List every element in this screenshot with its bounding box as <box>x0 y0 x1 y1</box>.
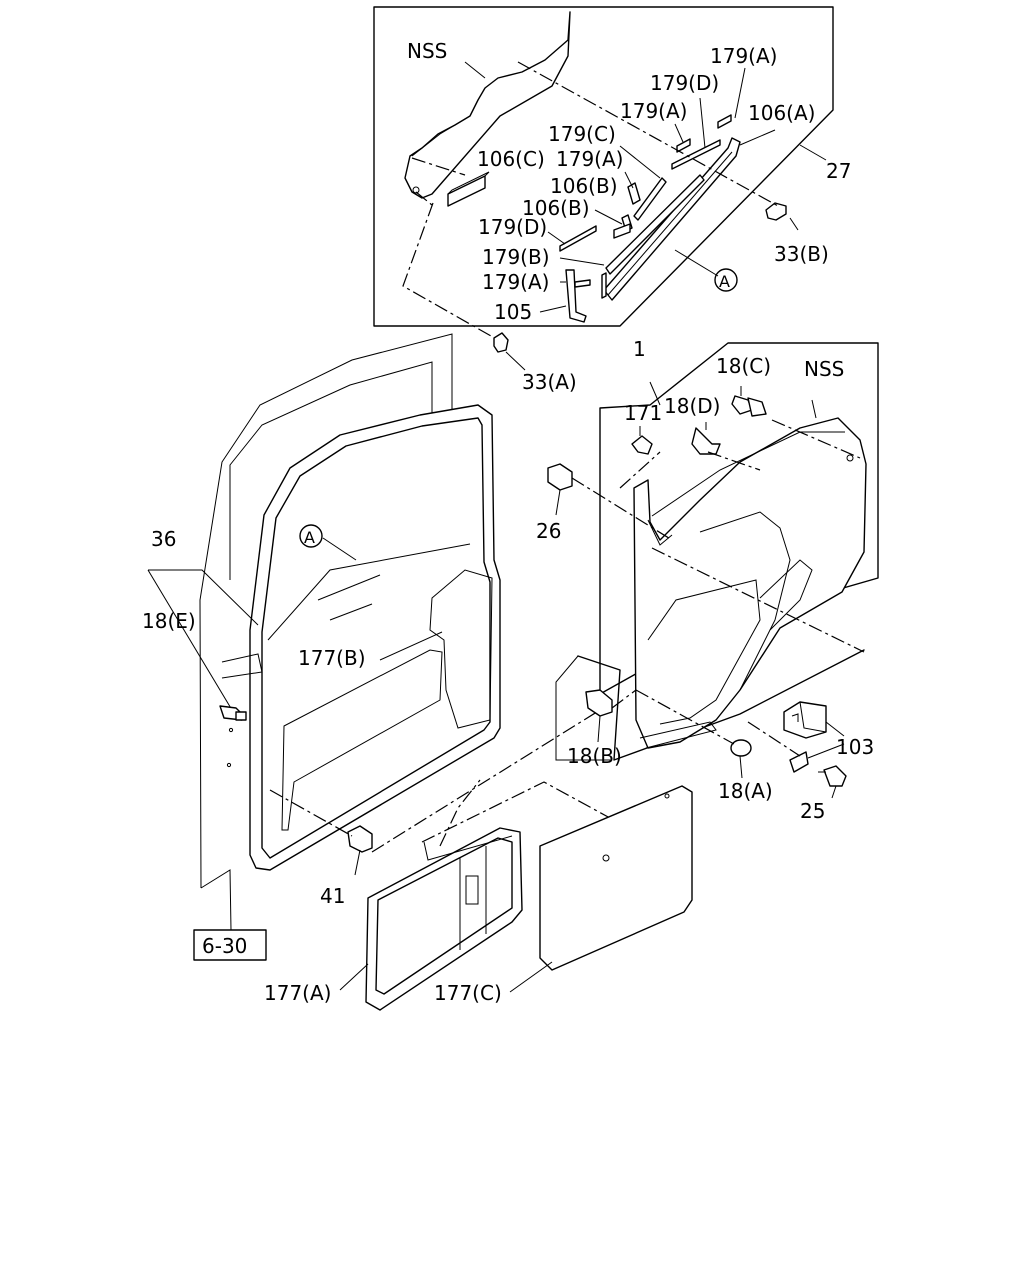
trim-panel-inset-1 <box>547 342 879 799</box>
label-177a: 177(A) <box>264 981 331 1005</box>
label-106b-2: 106(B) <box>522 196 590 220</box>
label-33a: 33(A) <box>522 370 577 394</box>
label-106c: 106(C) <box>477 147 545 171</box>
label-177c: 177(C) <box>434 981 502 1005</box>
callout-a-door-circle <box>299 524 323 548</box>
label-41: 41 <box>320 884 345 908</box>
label-27: 27 <box>826 159 851 183</box>
label-179b: 179(B) <box>482 245 550 269</box>
label-25: 25 <box>800 799 825 823</box>
label-33b: 33(B) <box>774 242 829 266</box>
label-18b: 18(B) <box>567 744 622 768</box>
leader-33a-to-box <box>402 202 499 341</box>
label-26: 26 <box>536 519 561 543</box>
label-179c: 179(C) <box>548 122 616 146</box>
label-18d: 18(D) <box>664 394 720 418</box>
inset-box-27 <box>373 6 834 327</box>
label-18e: 18(E) <box>142 609 196 633</box>
label-179d-1: 179(D) <box>650 71 719 95</box>
label-106b-1: 106(B) <box>550 174 618 198</box>
lower-panels <box>339 779 693 1011</box>
part-labels: NSS 179(A) 179(D) 179(A) 106(A) 179(C) 1… <box>142 39 874 1005</box>
clip-33a-icon <box>493 332 509 353</box>
label-1: 1 <box>633 337 646 361</box>
label-179a-4: 179(A) <box>482 270 549 294</box>
callout-a-top: A <box>719 272 730 291</box>
label-179d-2: 179(D) <box>478 215 547 239</box>
label-171: 171 <box>624 401 662 425</box>
label-105: 105 <box>494 300 532 324</box>
label-36: 36 <box>151 527 176 551</box>
label-106a: 106(A) <box>748 101 815 125</box>
ref-box-6-30 <box>193 929 267 961</box>
door-frame <box>147 333 601 931</box>
label-18a: 18(A) <box>718 779 773 803</box>
label-179a-3: 179(A) <box>556 147 623 171</box>
label-nss-right: NSS <box>804 357 844 381</box>
label-nss-top: NSS <box>407 39 447 63</box>
label-103: 103 <box>836 735 874 759</box>
callout-a-door: A <box>304 528 315 547</box>
label-177b: 177(B) <box>298 646 366 670</box>
callout-a-top-circle <box>714 268 738 292</box>
label-179a-1: 179(A) <box>710 44 777 68</box>
label-179a-2: 179(A) <box>620 99 687 123</box>
label-18c: 18(C) <box>716 354 771 378</box>
label-6-30: 6-30 <box>202 934 247 958</box>
